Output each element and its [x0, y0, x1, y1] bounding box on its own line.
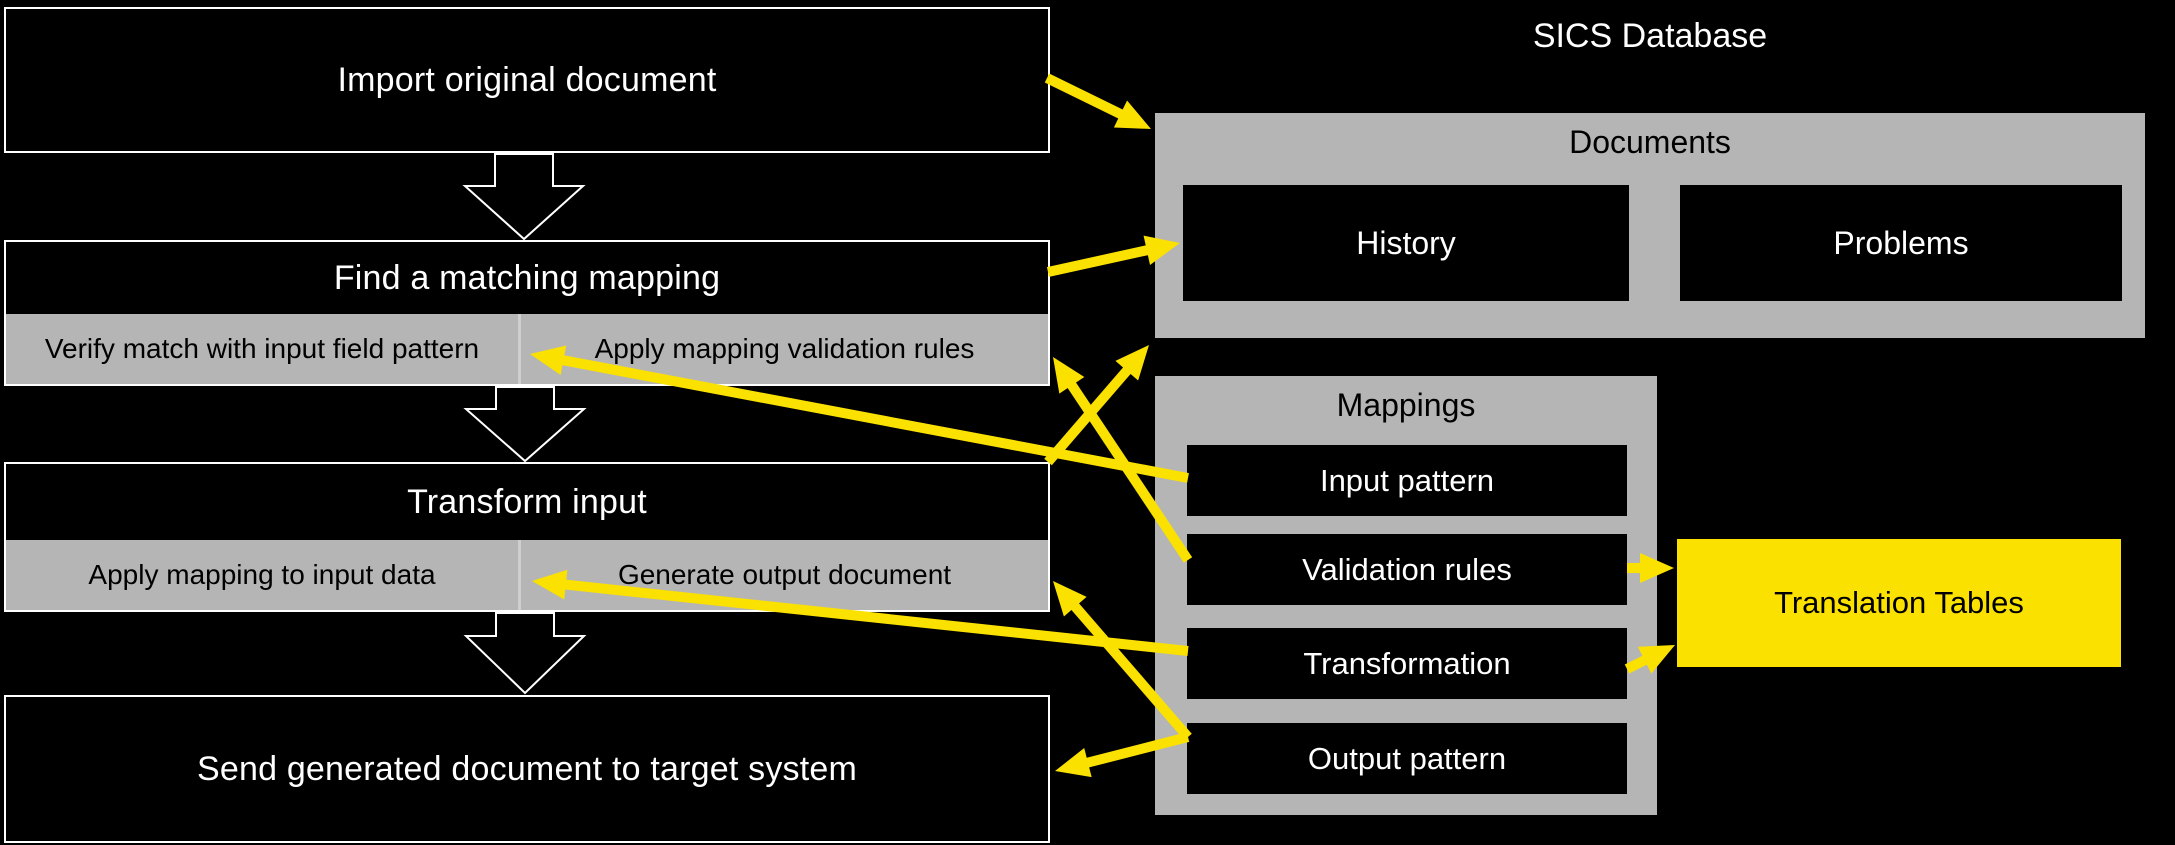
mappings-group: Mappings Input pattern Validation rules … — [1155, 376, 1657, 815]
down-arrow-icon — [463, 612, 587, 695]
connector-arrowhead-icon — [1053, 357, 1085, 394]
connector-line-find-a-matching-mapping--history — [1046, 244, 1152, 277]
mappings-item-validation-rules: Validation rules — [1187, 534, 1627, 605]
substep-divider — [518, 314, 521, 384]
step-label: Send generated document to target system — [196, 749, 858, 788]
step-label: Transform input — [407, 482, 647, 521]
connector-line-transform-input--documents — [1044, 364, 1134, 466]
connector-arrowhead-icon — [1053, 581, 1087, 617]
connector-arrowhead-icon — [1113, 100, 1151, 129]
transform-substeps: Apply mapping to input data Generate out… — [6, 540, 1048, 610]
documents-item-history: History — [1183, 185, 1629, 301]
find-mapping-substeps: Verify match with input field pattern Ap… — [6, 314, 1048, 384]
step-label: Find a matching mapping — [333, 258, 721, 297]
substep-divider — [518, 540, 521, 610]
substep-apply-validation-rules: Apply mapping validation rules — [594, 333, 975, 364]
down-arrow-icon — [463, 386, 587, 463]
mappings-item-output-pattern: Output pattern — [1187, 723, 1627, 794]
down-arrow-icon — [462, 153, 586, 241]
connector-arrowhead-icon — [1055, 748, 1092, 778]
documents-group-title: Documents — [1569, 124, 1731, 160]
step-import-original-document: Import original document — [4, 7, 1050, 153]
connector-arrowhead-icon — [1115, 345, 1149, 381]
documents-group: Documents History Problems — [1155, 113, 2145, 338]
step-send-generated-document: Send generated document to target system — [4, 695, 1050, 843]
substep-generate-output: Generate output document — [617, 559, 952, 590]
mappings-group-title: Mappings — [1336, 387, 1476, 423]
connector-line-import-original-document--documents — [1044, 73, 1127, 121]
substep-verify-match: Verify match with input field pattern — [44, 333, 480, 364]
mappings-item-input-pattern: Input pattern — [1187, 445, 1627, 516]
step-find-a-matching-mapping: Find a matching mapping Verify match wit… — [4, 240, 1050, 386]
substep-apply-mapping: Apply mapping to input data — [88, 559, 436, 590]
documents-item-problems: Problems — [1680, 185, 2122, 301]
sics-database-title: SICS Database — [1532, 16, 1768, 55]
mappings-item-transformation: Transformation — [1187, 628, 1627, 699]
translation-tables-box: Translation Tables — [1677, 539, 2121, 667]
step-transform-input: Transform input Apply mapping to input d… — [4, 462, 1050, 612]
step-label: Import original document — [337, 60, 717, 99]
